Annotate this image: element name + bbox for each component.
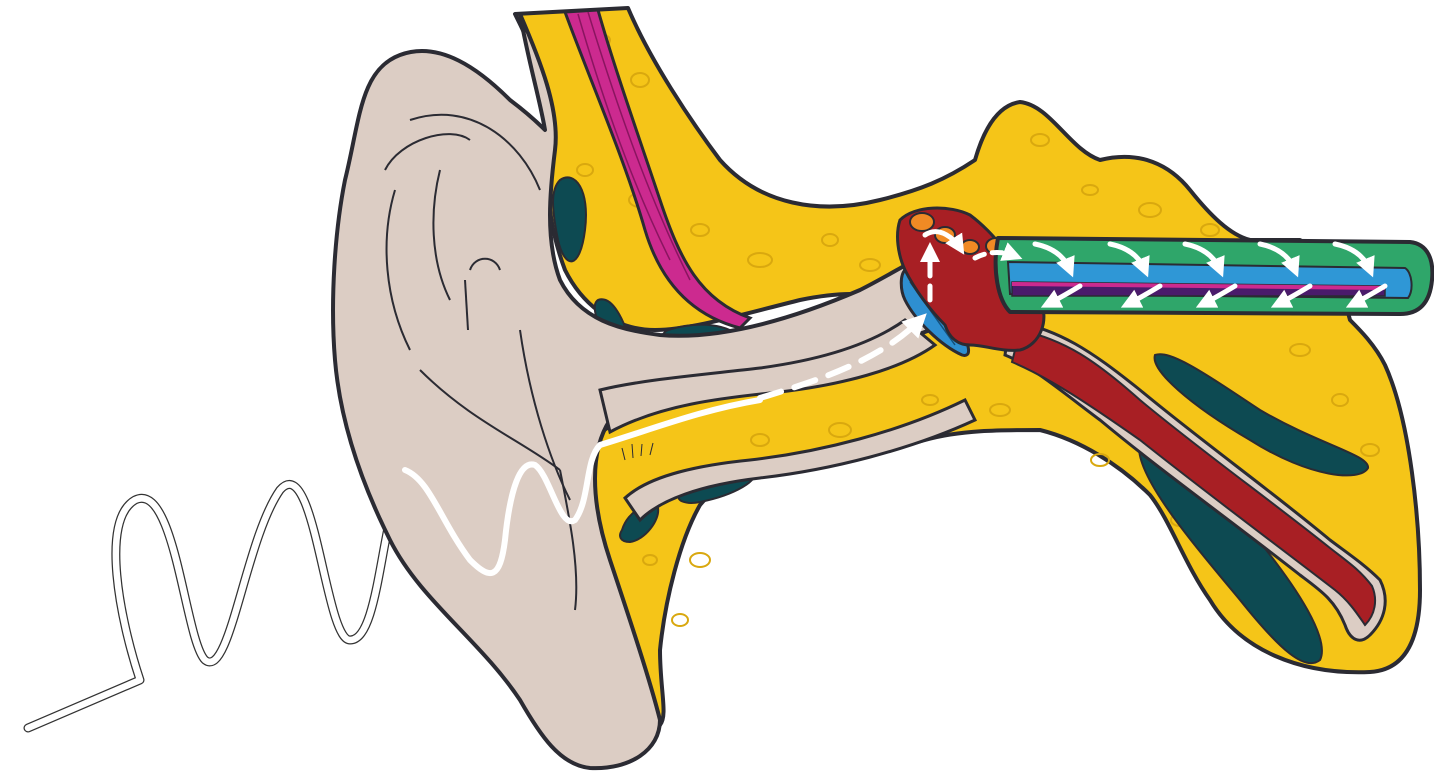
cochlea-uncoiled: [996, 238, 1433, 314]
